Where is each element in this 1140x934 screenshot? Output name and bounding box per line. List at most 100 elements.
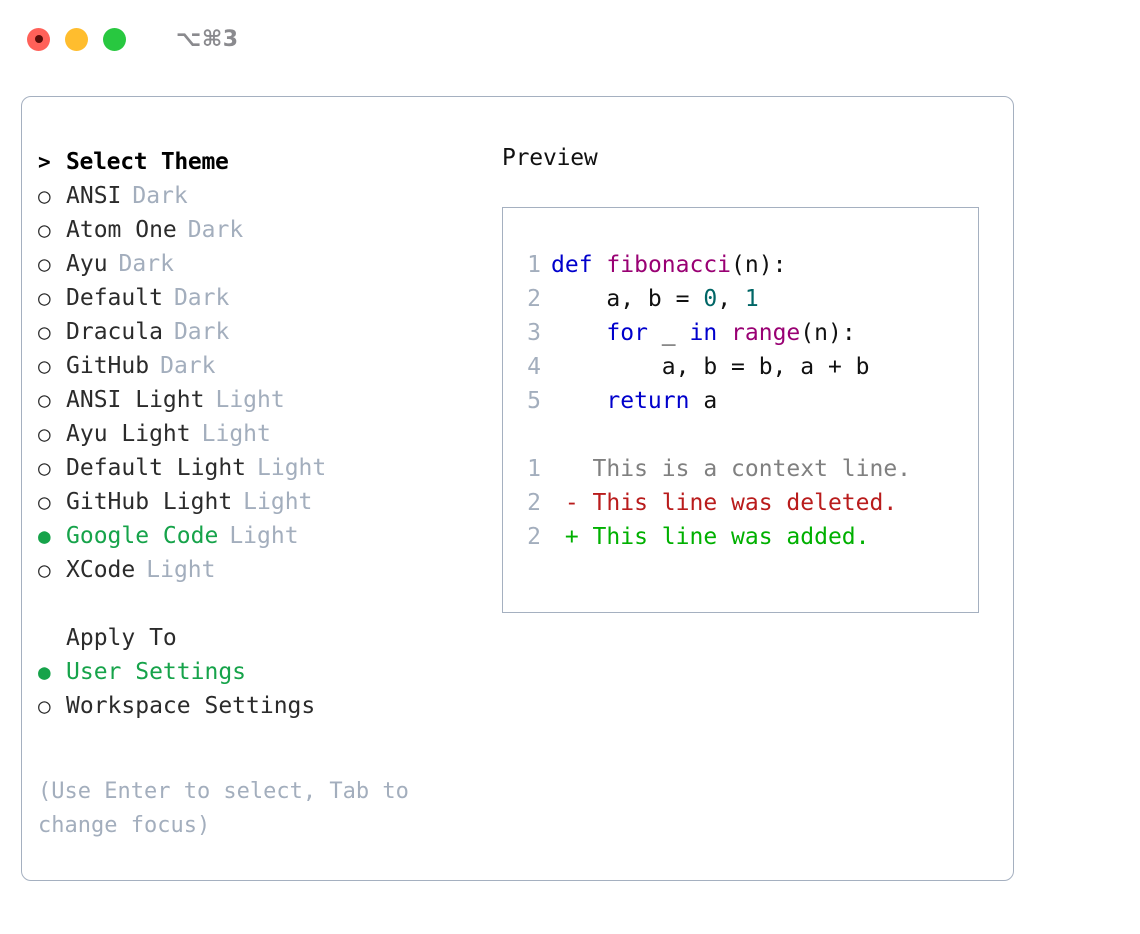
radio-selected-icon: ●: [38, 524, 51, 548]
radio-unselected-icon: ○: [38, 184, 51, 208]
theme-variant-tag: Light: [215, 387, 285, 413]
radio-unselected-icon: ○: [38, 252, 51, 276]
apply-to-option-label: Workspace Settings: [66, 693, 316, 719]
code-line-number: 5: [527, 388, 541, 414]
code-token-pl: [551, 388, 606, 414]
theme-option-default[interactable]: ○ Default Dark: [38, 281, 502, 315]
radio-unselected-icon: ○: [38, 456, 51, 480]
diff-line-text-del: - This line was deleted.: [551, 490, 898, 516]
code-token-pl: [717, 320, 731, 346]
code-token-kw: for: [606, 320, 648, 346]
theme-variant-tag: Light: [201, 421, 271, 447]
theme-variant-tag: Light: [146, 557, 216, 583]
diff-line-number: 1: [527, 456, 541, 482]
theme-option-label: Default: [66, 285, 163, 311]
theme-variant-tag: Dark: [118, 251, 174, 277]
code-line-text: for _ in range(n):: [551, 316, 856, 350]
code-token-pl: ,: [717, 286, 745, 312]
theme-option-google-code[interactable]: ● Google Code Light: [38, 519, 502, 553]
diff-line-text-ctx: This is a context line.: [551, 456, 912, 482]
diff-sample: 1 This is a context line.2 - This line w…: [503, 452, 978, 554]
code-line-text: a, b = 0, 1: [551, 282, 758, 316]
code-token-pl: a, b = b, a + b: [551, 354, 870, 380]
code-token-pl: a: [689, 388, 718, 414]
title-bar: ⌥⌘3: [0, 0, 1140, 78]
radio-unselected-icon: ○: [38, 422, 51, 446]
code-line: 5 return a: [503, 384, 978, 418]
theme-option-label: Ayu Light: [66, 421, 191, 447]
window-controls: [27, 27, 126, 51]
code-token-fn: range: [731, 320, 801, 346]
code-line: 2 a, b = 0, 1: [503, 282, 978, 316]
theme-variant-tag: Light: [229, 523, 299, 549]
apply-to-header: ○ Apply To: [38, 621, 502, 655]
theme-option-label: ANSI Light: [66, 387, 205, 413]
select-theme-header: > Select Theme: [38, 145, 502, 179]
minimize-button[interactable]: [65, 27, 88, 51]
apply-to-list: ● User Settings ○Workspace Settings: [38, 655, 502, 723]
diff-line: 2 + This line was added.: [503, 520, 978, 554]
diff-line: 1 This is a context line.: [503, 452, 978, 486]
code-token-pl: [593, 252, 607, 278]
code-line-number: 4: [527, 354, 541, 380]
apply-to-option-workspace-settings[interactable]: ○Workspace Settings: [38, 689, 502, 723]
radio-unselected-icon: ○: [38, 354, 51, 378]
keyboard-shortcut-label: ⌥⌘3: [176, 26, 239, 52]
radio-unselected-icon: ○: [38, 558, 51, 582]
radio-unselected-icon: ○: [38, 286, 51, 310]
record-dot-icon: [34, 35, 43, 43]
apply-to-option-user-settings[interactable]: ● User Settings: [38, 655, 502, 689]
select-theme-title: Select Theme: [66, 149, 229, 175]
theme-option-ayu-light[interactable]: ○ Ayu Light Light: [38, 417, 502, 451]
close-button[interactable]: [27, 27, 50, 51]
code-line-text: def fibonacci(n):: [551, 248, 786, 282]
theme-variant-tag: Light: [243, 489, 313, 515]
code-token-pl: _: [647, 320, 690, 346]
diff-line: 2 - This line was deleted.: [503, 486, 978, 520]
theme-option-label: Dracula: [66, 319, 163, 345]
theme-option-label: ANSI: [66, 183, 122, 209]
code-token-fn: fibonacci: [606, 252, 732, 278]
theme-variant-tag: Dark: [173, 285, 230, 311]
code-token-pl: (n):: [800, 320, 856, 346]
code-token-kw: in: [689, 320, 718, 346]
theme-variant-tag: Light: [257, 455, 327, 481]
theme-option-label: Google Code: [66, 523, 219, 549]
list-gap: [38, 587, 502, 621]
diff-line-number: 2: [527, 490, 541, 516]
theme-option-label: GitHub Light: [66, 489, 233, 515]
code-token-pl: a, b =: [551, 286, 704, 312]
theme-option-label: Atom One: [66, 217, 177, 243]
code-token-kw: return: [606, 388, 690, 414]
preview-title: Preview: [502, 145, 598, 171]
code-token-num: 0: [703, 286, 718, 312]
diff-line-number: 2: [527, 524, 541, 550]
code-line-number: 3: [527, 320, 541, 346]
apply-to-marker-spacer: ○: [38, 621, 66, 655]
zoom-button[interactable]: [103, 27, 126, 51]
code-line-text: return a: [551, 384, 717, 418]
code-token-kw: def: [551, 252, 593, 278]
diff-gap: [503, 418, 978, 452]
code-line: 4 a, b = b, a + b: [503, 350, 978, 384]
radio-unselected-icon: ○: [38, 218, 51, 242]
apply-to-option-label: User Settings: [66, 659, 247, 685]
code-token-pl: [551, 320, 606, 346]
radio-unselected-icon: ○: [38, 320, 51, 344]
prompt-caret-icon: >: [38, 150, 51, 174]
radio-selected-icon: ●: [38, 660, 51, 684]
